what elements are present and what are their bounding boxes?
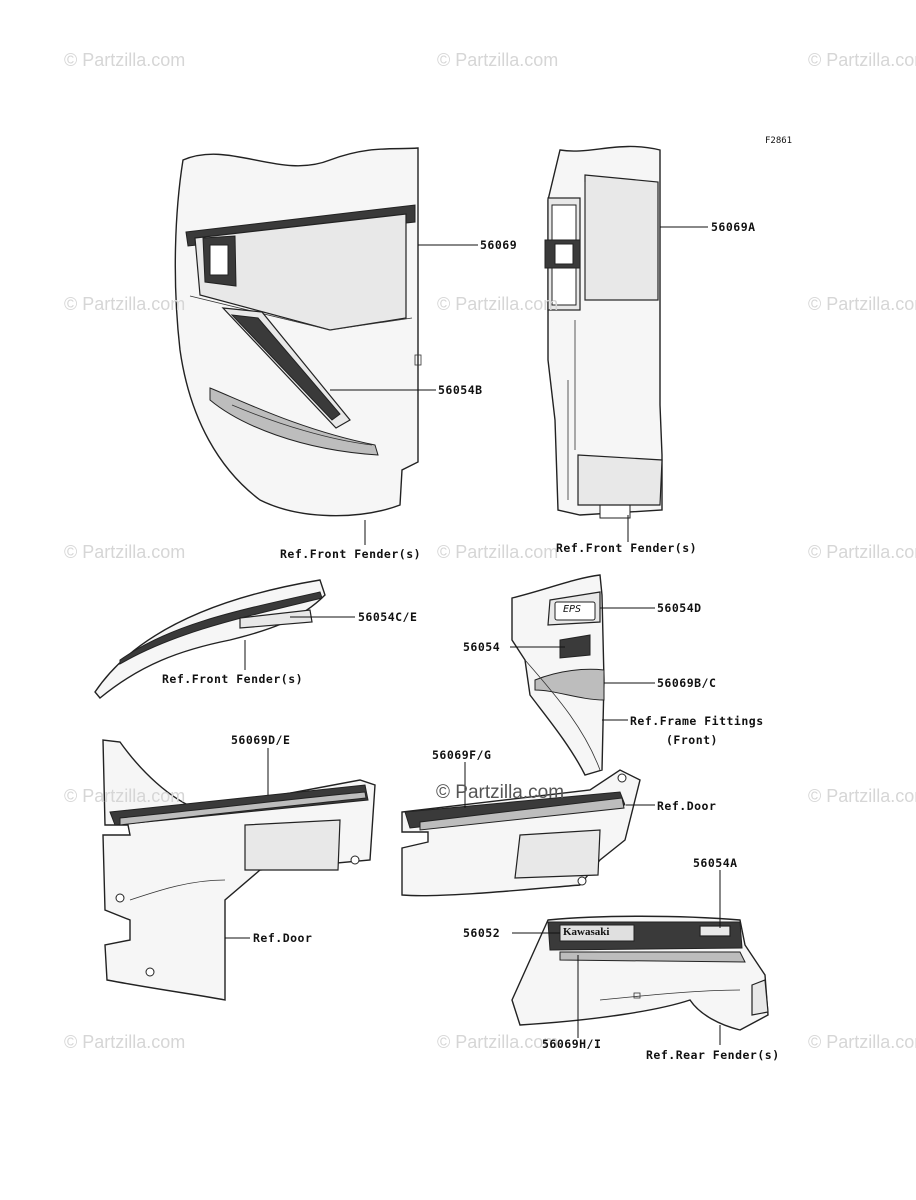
watermark-8: © Partzilla.com xyxy=(437,542,559,562)
rear-fender-panel xyxy=(511,915,769,1031)
watermark-10: © Partzilla.com xyxy=(64,786,186,806)
frame-fitting-front xyxy=(511,574,605,776)
label-ref-door-2: Ref.Door xyxy=(253,931,313,945)
label-56069: 56069 xyxy=(480,238,518,252)
label-56069hi: 56069H/I xyxy=(542,1037,602,1051)
door-panel-left xyxy=(102,739,376,1001)
label-ref-front-fender-1: Ref.Front Fender(s) xyxy=(280,547,422,561)
label-56069fg: 56069F/G xyxy=(432,748,492,762)
label-56054d: 56054D xyxy=(657,601,702,615)
label-56069a: 56069A xyxy=(711,220,756,234)
label-56054a: 56054A xyxy=(693,856,738,870)
decal-kawasaki-text: Kawasaki xyxy=(563,926,610,938)
label-56052: 56052 xyxy=(463,926,501,940)
label-56054ce: 56054C/E xyxy=(358,610,418,624)
watermark-9: © Partzilla.com xyxy=(808,542,916,562)
front-fender-strip xyxy=(94,579,326,699)
label-56054b: 56054B xyxy=(438,383,483,397)
watermark-4: © Partzilla.com xyxy=(64,294,186,314)
label-56069bc: 56069B/C xyxy=(657,676,717,690)
front-fender-panel-left xyxy=(174,147,422,517)
figure-code: F2861 xyxy=(765,136,793,146)
door-panel-right xyxy=(401,769,641,897)
watermark-14: © Partzilla.com xyxy=(808,1032,916,1052)
label-56069de: 56069D/E xyxy=(231,733,291,747)
watermark-13: © Partzilla.com xyxy=(437,1032,559,1052)
label-56054: 56054 xyxy=(463,640,501,654)
label-ref-front-fender-3: Ref.Front Fender(s) xyxy=(162,672,304,686)
label-ref-door-1: Ref.Door xyxy=(657,799,717,813)
front-fender-panel-right xyxy=(544,145,663,519)
watermark-3: © Partzilla.com xyxy=(808,50,916,70)
watermark-6: © Partzilla.com xyxy=(808,294,916,314)
leader-lines xyxy=(225,226,721,1045)
label-ref-frame-front: (Front) xyxy=(666,733,718,747)
watermark-5: © Partzilla.com xyxy=(437,294,559,314)
watermark-7: © Partzilla.com xyxy=(64,542,186,562)
watermark-center: © Partzilla.com xyxy=(436,782,565,803)
label-ref-rear-fender: Ref.Rear Fender(s) xyxy=(646,1048,780,1062)
label-ref-front-fender-2: Ref.Front Fender(s) xyxy=(556,541,698,555)
label-ref-frame-fittings: Ref.Frame Fittings xyxy=(630,714,764,728)
watermark-2: © Partzilla.com xyxy=(437,50,559,70)
watermark-11: © Partzilla.com xyxy=(808,786,916,806)
watermark-12: © Partzilla.com xyxy=(64,1032,186,1052)
decal-eps-text: EPS xyxy=(563,604,582,615)
watermark-1: © Partzilla.com xyxy=(64,50,186,70)
